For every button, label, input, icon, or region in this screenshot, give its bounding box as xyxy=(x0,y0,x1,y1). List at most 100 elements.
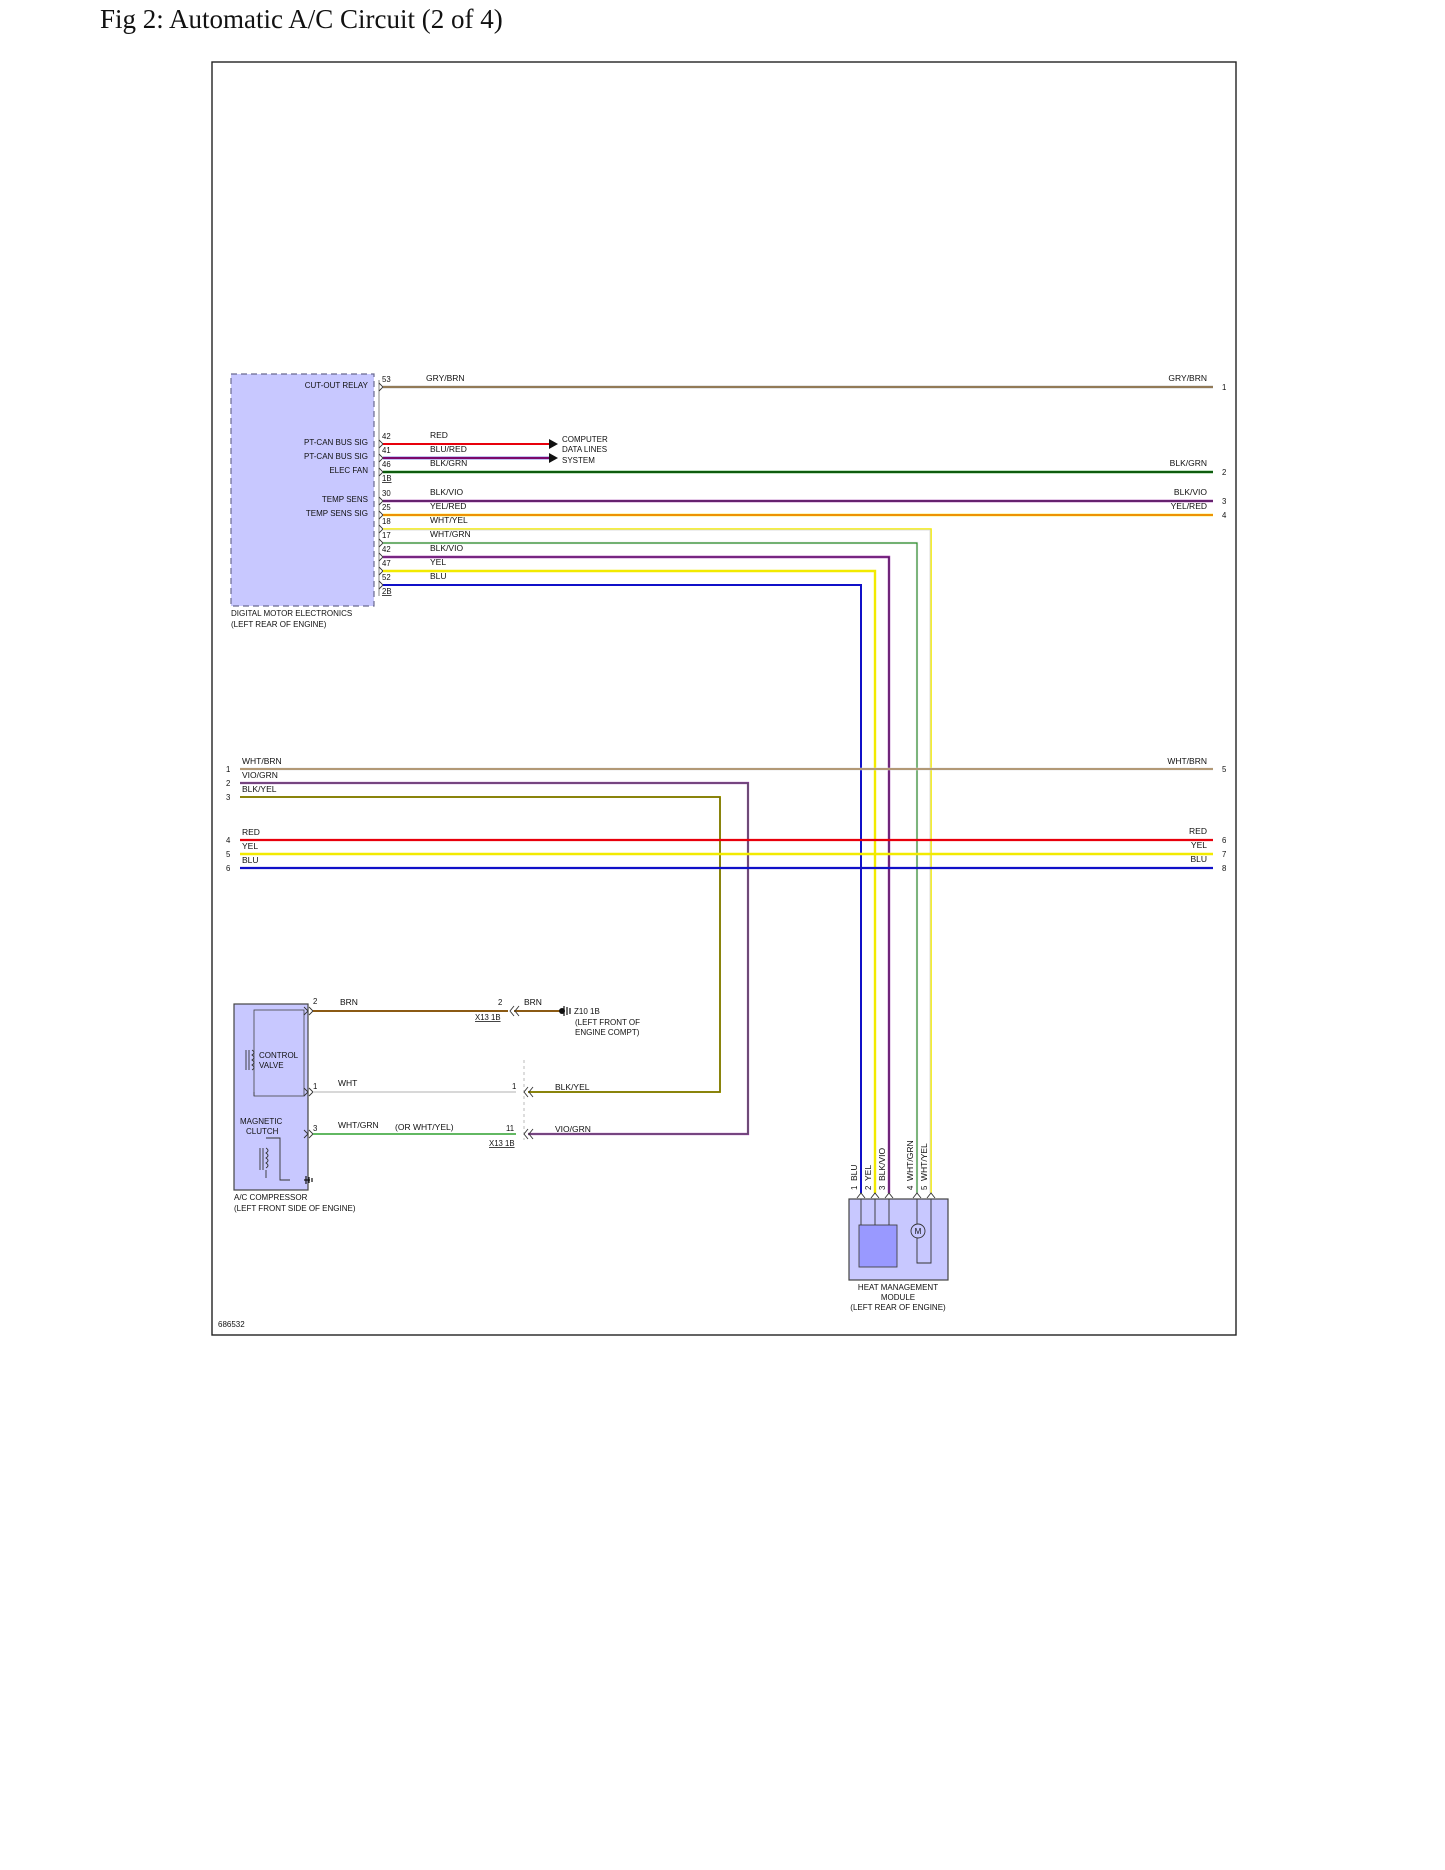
diagram-id: 686532 xyxy=(218,1320,245,1329)
left-wire-label: RED xyxy=(242,827,260,837)
hmm-pin-wire: BLU xyxy=(849,1164,859,1181)
right-ref-number: 3 xyxy=(1222,497,1226,506)
wire-label: YEL xyxy=(430,557,446,567)
hmm-internal-wiring xyxy=(860,1199,932,1264)
wire-vio-grn-stripe xyxy=(240,782,749,1135)
z10-name: Z10 1B xyxy=(574,1007,600,1016)
hmm-pin-wire: WHT/YEL xyxy=(919,1143,929,1181)
right-ref-number: 5 xyxy=(1222,765,1227,774)
wire-blk-yel xyxy=(240,796,721,1093)
wire-wht-yel-stripe xyxy=(383,529,931,1193)
hmm-inner-block xyxy=(858,1224,898,1268)
right-wire-label: RED xyxy=(1189,826,1207,836)
wire-yel-hmm xyxy=(383,569,877,1193)
control-valve-label: VALVE xyxy=(259,1061,284,1070)
left-wire-label: BLU xyxy=(242,855,259,865)
dme-pin-label: CUT-OUT RELAY xyxy=(305,381,369,390)
heat-management-module: M HEAT MANAGEMENT MODULE (LEFT REAR OF E… xyxy=(848,1140,949,1312)
wire-blk-vio-hmm xyxy=(383,555,891,1193)
hmm-pin-number: 3 xyxy=(878,1186,887,1190)
wire-label: RED xyxy=(430,430,448,440)
wire-label: BRN xyxy=(524,997,542,1007)
dme-pin-number: 1B xyxy=(382,474,392,483)
dme-module: CUT-OUT RELAY PT-CAN BUS SIG PT-CAN BUS … xyxy=(230,373,392,629)
z10-location: ENGINE COMPT) xyxy=(575,1028,640,1037)
hmm-pin-wire: YEL xyxy=(863,1165,873,1181)
wire-wht-yel xyxy=(383,528,932,1193)
right-wire-label: BLK/GRN xyxy=(1170,458,1207,468)
wire-label: BLU/RED xyxy=(430,444,467,454)
ground-z10: Z10 1B (LEFT FRONT OF ENGINE COMPT) xyxy=(559,1006,640,1037)
compressor-pin-number: 3 xyxy=(313,1124,317,1133)
hmm-pin-number: 5 xyxy=(920,1185,929,1190)
wire-label: BLK/GRN xyxy=(430,458,467,468)
dme-pin-number: 53 xyxy=(382,375,391,384)
left-wire-label: BLK/YEL xyxy=(242,784,277,794)
hmm-name: MODULE xyxy=(881,1293,915,1302)
x13-pin-number: 1 xyxy=(512,1082,516,1091)
dme-pin-label: TEMP SENS xyxy=(322,495,368,504)
solenoid-icon xyxy=(245,1049,255,1071)
wire-label: VIO/GRN xyxy=(555,1124,591,1134)
compressor-location: (LEFT FRONT SIDE OF ENGINE) xyxy=(234,1204,356,1213)
arrow-icon xyxy=(549,439,558,449)
right-wire-label: GRY/BRN xyxy=(1168,373,1207,383)
wire-blu-hmm xyxy=(383,584,862,1193)
x13-connector-chevrons xyxy=(509,1005,534,1140)
x13-name: X13 1B xyxy=(475,1013,501,1022)
wire-label: BLK/VIO xyxy=(430,543,463,553)
x13-pin-number: 2 xyxy=(498,998,502,1007)
wire-label: WHT xyxy=(338,1078,357,1088)
wire-label: BLK/VIO xyxy=(430,487,463,497)
dme-body xyxy=(230,373,375,607)
compressor-wires xyxy=(313,1010,560,1140)
left-ref-number: 5 xyxy=(226,850,231,859)
dme-wires xyxy=(383,385,1213,1193)
dme-pin-number: 18 xyxy=(382,517,391,526)
computer-data-lines-label: SYSTEM xyxy=(562,456,595,465)
wire-label: BLK/YEL xyxy=(555,1082,590,1092)
dme-pin-number: 42 xyxy=(382,545,391,554)
computer-data-lines-label: DATA LINES xyxy=(562,445,607,454)
left-ref-number: 4 xyxy=(226,836,231,845)
ground-icon xyxy=(304,1176,313,1184)
hmm-pin-wire: BLK/VIO xyxy=(877,1148,887,1181)
figure-title: Fig 2: Automatic A/C Circuit (2 of 4) xyxy=(100,4,503,34)
arrow-icon xyxy=(549,453,558,463)
motor-label: M xyxy=(915,1227,922,1236)
hmm-name: HEAT MANAGEMENT xyxy=(858,1283,938,1292)
dme-pin-number: 30 xyxy=(382,489,391,498)
hmm-pin-number: 1 xyxy=(850,1186,859,1190)
wire-blk-vio-hmm-stripe xyxy=(383,556,890,1193)
hmm-pin-number: 2 xyxy=(864,1186,873,1190)
dme-name: DIGITAL MOTOR ELECTRONICS xyxy=(231,609,352,618)
wire-note: (OR WHT/YEL) xyxy=(395,1122,454,1132)
motor-icon xyxy=(910,1223,926,1239)
z10-location: (LEFT FRONT OF xyxy=(575,1018,640,1027)
dme-pin-number: 46 xyxy=(382,460,391,469)
right-wire-label: YEL/RED xyxy=(1171,501,1207,511)
right-wire-label: WHT/BRN xyxy=(1167,756,1207,766)
wire-blk-yel-stripe xyxy=(240,796,721,1093)
left-wire-label: VIO/GRN xyxy=(242,770,278,780)
diagram-frame xyxy=(211,61,1237,1336)
left-ref-number: 2 xyxy=(226,779,230,788)
wire-label: WHT/GRN xyxy=(430,529,471,539)
right-wire-label: YEL xyxy=(1191,840,1207,850)
ac-compressor: CONTROL VALVE MAGNETIC CLUTCH A/C COMPRE… xyxy=(233,997,356,1213)
dme-pin-number: 41 xyxy=(382,446,391,455)
control-valve-label: CONTROL xyxy=(259,1051,299,1060)
pass-through-wires xyxy=(240,767,1213,1136)
compressor-pin-number: 1 xyxy=(313,1082,317,1091)
left-ref-number: 3 xyxy=(226,793,230,802)
left-ref-number: 1 xyxy=(226,765,230,774)
wire-label: BRN xyxy=(340,997,358,1007)
computer-data-lines-label: COMPUTER xyxy=(562,435,608,444)
hmm-connector-chevrons xyxy=(856,1192,936,1199)
left-ref-number: 6 xyxy=(226,864,230,873)
wire-label: WHT/YEL xyxy=(430,515,468,525)
dme-pin-number: 52 xyxy=(382,573,391,582)
clutch-label: MAGNETIC xyxy=(240,1117,282,1126)
compressor-body xyxy=(233,1003,309,1191)
right-wire-label: BLU xyxy=(1190,854,1207,864)
